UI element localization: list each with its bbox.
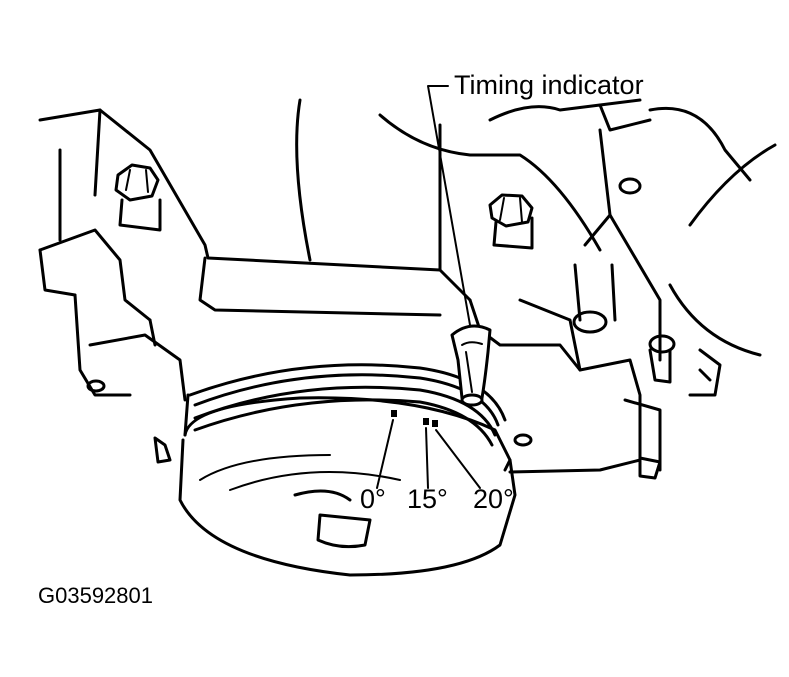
timing-mark-20: [432, 420, 438, 427]
center-bolt: [488, 193, 534, 250]
timing-indicator-pointer: [450, 324, 492, 407]
leader-lines: [376, 85, 481, 489]
degree-label-20: 20°: [473, 484, 514, 514]
degree-label-15: 15°: [407, 484, 448, 514]
callout-leader-line: [427, 85, 471, 326]
leader-line-0: [376, 419, 394, 489]
leader-line-20: [435, 429, 481, 489]
figure-code: G03592801: [38, 583, 153, 608]
leader-line-15: [425, 427, 429, 489]
timing-marks: [391, 410, 438, 427]
timing-indicator-label: Timing indicator: [454, 70, 644, 100]
timing-mark-0: [391, 410, 397, 417]
engine-block: [38, 98, 777, 474]
timing-mark-15: [423, 418, 429, 425]
crankshaft-pulley: [178, 363, 517, 577]
right-bosses: [86, 177, 676, 480]
degree-label-0: 0°: [360, 484, 386, 514]
upper-left-bolt: [114, 163, 162, 232]
